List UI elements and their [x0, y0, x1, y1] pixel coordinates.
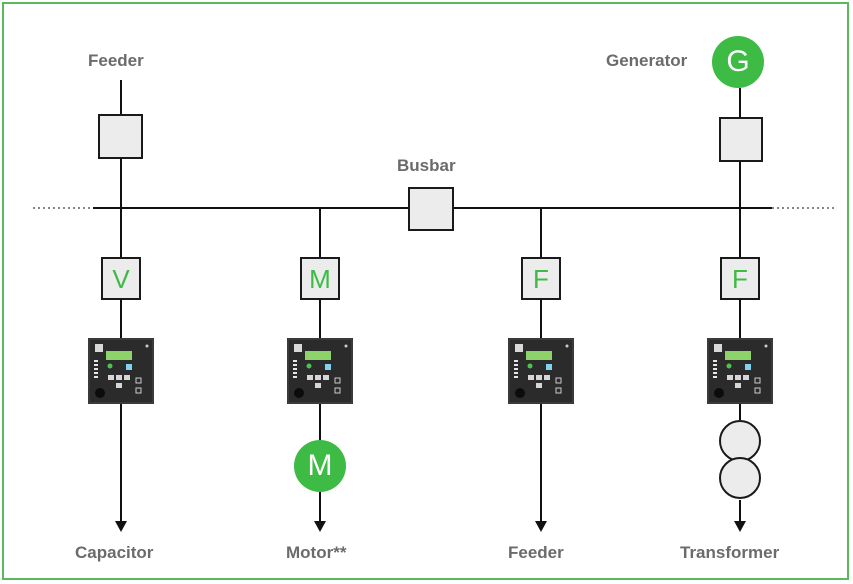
breaker-feeder-top: [98, 114, 143, 159]
label-motor: Motor**: [286, 543, 347, 562]
protection-relay-icon-transformer: [706, 337, 774, 405]
protection-relay-icon-feeder: [507, 337, 575, 405]
arrow-down-icon-feeder: [535, 521, 547, 532]
protection-box-transformer: [720, 257, 760, 300]
motor-symbol: M: [294, 440, 346, 492]
label-busbar: Busbar: [397, 156, 456, 175]
protection-relay-icon-motor: [286, 337, 354, 405]
arrow-down-icon-capacitor: [115, 521, 127, 532]
arrow-down-icon-motor: [314, 521, 326, 532]
breaker-generator: [719, 117, 763, 162]
protection-letter-capacitor: V: [112, 263, 130, 294]
label-feeder-top: Feeder: [88, 51, 144, 70]
label-capacitor: Capacitor: [75, 543, 154, 562]
label-transformer: Transformer: [680, 543, 780, 562]
protection-relay-icon-capacitor: [87, 337, 155, 405]
arrow-down-icon-transformer: [734, 521, 746, 532]
label-feeder-bottom: Feeder: [508, 543, 564, 562]
protection-box-capacitor: [101, 257, 141, 300]
busbar-coupler: [408, 187, 454, 231]
protection-letter-transformer: F: [732, 263, 748, 294]
transformer-icon: [719, 420, 761, 499]
protection-letter-motor: M: [309, 263, 331, 294]
protection-letter-feeder: F: [533, 263, 549, 294]
label-generator: Generator: [606, 51, 688, 70]
generator-symbol: G: [712, 36, 764, 88]
